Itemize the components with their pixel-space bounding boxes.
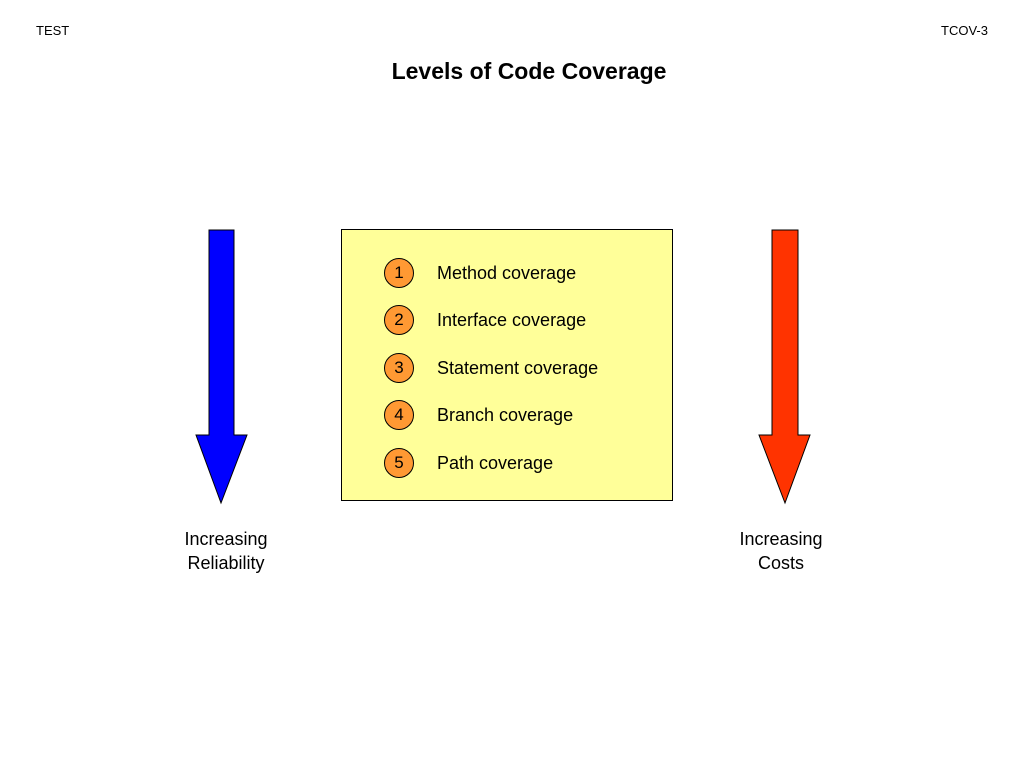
reliability-arrow-shape (195, 229, 248, 505)
level-label: Path coverage (437, 452, 554, 473)
costs-arrow-shape (758, 229, 811, 505)
level-label: Branch coverage (437, 404, 574, 425)
coverage-levels-box: 1 Method coverage 2 Interface coverage 3… (341, 229, 673, 501)
down-arrow-icon-reliability (195, 229, 248, 505)
level-number-badge: 2 (384, 305, 414, 335)
level-number-badge: 1 (384, 258, 414, 288)
down-arrow-icon-costs (758, 229, 811, 505)
level-number-badge: 4 (384, 400, 414, 430)
level-item-4: 4 Branch coverage (384, 399, 573, 431)
header-right-text: TCOV-3 (941, 23, 988, 38)
reliability-label-line1: Increasing (184, 529, 268, 549)
costs-label-line1: Increasing (739, 529, 823, 549)
level-number-badge: 5 (384, 448, 414, 478)
level-item-2: 2 Interface coverage (384, 304, 586, 336)
header-left-text: TEST (36, 23, 70, 38)
costs-label-line2: Costs (757, 553, 804, 573)
slide-title: Levels of Code Coverage (391, 58, 667, 84)
costs-label: Increasing Costs (701, 527, 861, 575)
reliability-label: Increasing Reliability (146, 527, 306, 575)
level-item-3: 3 Statement coverage (384, 352, 598, 384)
level-label: Interface coverage (437, 309, 587, 330)
level-label: Statement coverage (437, 357, 599, 378)
level-item-5: 5 Path coverage (384, 447, 553, 479)
reliability-label-line2: Reliability (187, 553, 265, 573)
level-label: Method coverage (437, 262, 577, 283)
level-number-badge: 3 (384, 353, 414, 383)
level-item-1: 1 Method coverage (384, 257, 576, 289)
